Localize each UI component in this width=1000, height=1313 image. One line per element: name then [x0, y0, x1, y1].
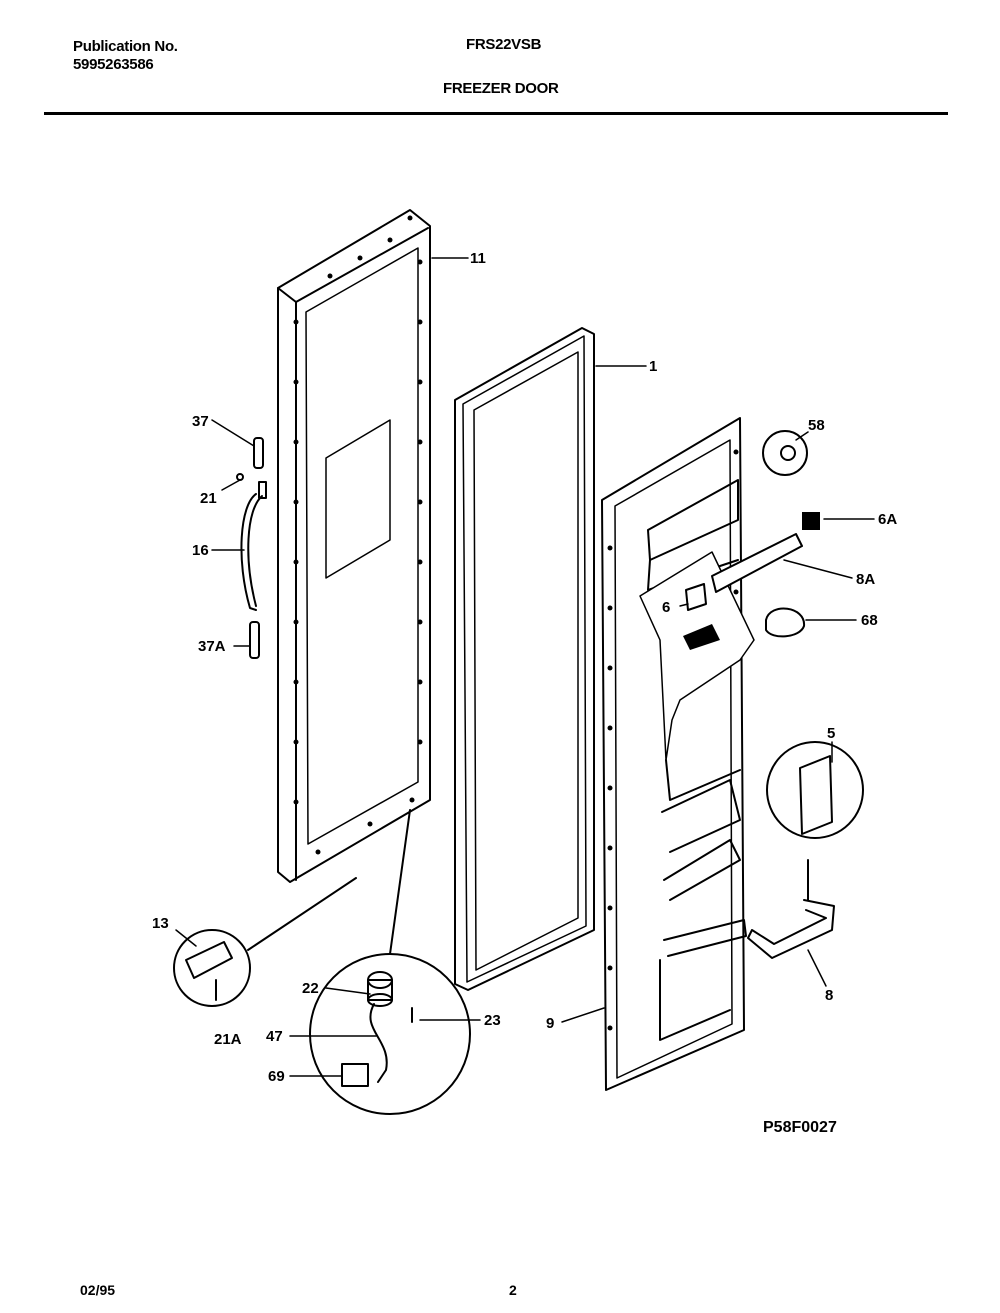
header-rule [44, 112, 948, 115]
inner-door-liner [601, 417, 755, 1091]
callout-8a: 8A [856, 571, 875, 588]
hinge-detail [173, 877, 357, 1007]
callout-47: 47 [266, 1028, 283, 1045]
callout-6a: 6A [878, 511, 897, 528]
callout-5: 5 [827, 725, 835, 742]
callout-13: 13 [152, 915, 169, 932]
outer-door-panel [277, 209, 431, 883]
callout-37a: 37A [198, 638, 226, 655]
callout-6: 6 [662, 599, 670, 616]
publication-number: 5995263586 [73, 56, 154, 73]
publication-label: Publication No. [73, 38, 178, 55]
leader-lines [175, 257, 875, 1077]
model-number: FRS22VSB [466, 36, 542, 53]
callout-68: 68 [861, 612, 878, 629]
callout-8: 8 [825, 987, 833, 1004]
callout-37: 37 [192, 413, 209, 430]
door-gasket [454, 327, 595, 991]
switch-detail [309, 809, 471, 1115]
callout-11: 11 [470, 250, 486, 267]
drawing-code: P58F0027 [763, 1119, 837, 1136]
callout-21: 21 [200, 490, 217, 507]
callout-16: 16 [192, 542, 209, 559]
callout-58: 58 [808, 417, 825, 434]
dispenser-parts [685, 430, 864, 959]
callout-23: 23 [484, 1012, 501, 1029]
callout-labels: 11 1 37 21 16 37A 58 6A 8A 6 68 5 13 21A… [152, 250, 897, 1085]
callout-22: 22 [302, 980, 319, 997]
callout-69: 69 [268, 1068, 285, 1085]
callout-1: 1 [649, 358, 657, 375]
callout-21a: 21A [214, 1031, 242, 1048]
footer-date: 02/95 [80, 1282, 116, 1298]
handle-parts [236, 437, 267, 659]
section-title: FREEZER DOOR [443, 80, 559, 97]
page-number: 2 [509, 1282, 517, 1298]
callout-9: 9 [546, 1015, 554, 1032]
